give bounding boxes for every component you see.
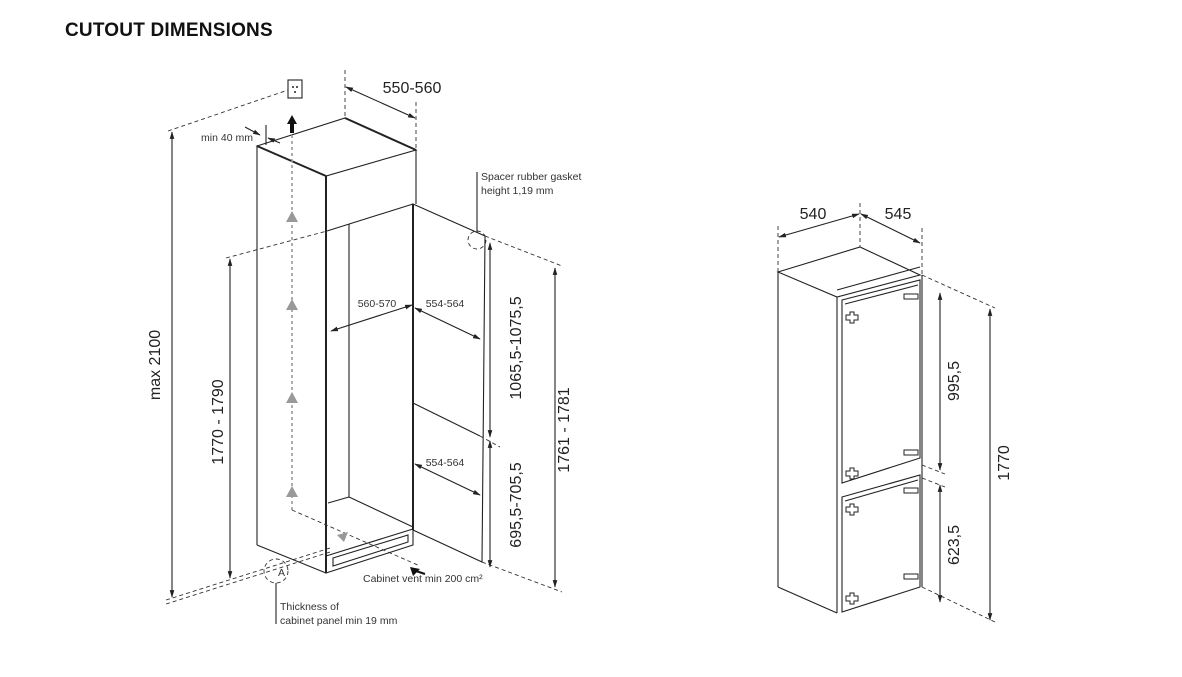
- panel-note-line1: Thickness of: [280, 601, 339, 613]
- upper-door-depth-label: 554-564: [426, 298, 465, 310]
- appliance-drawing: 540 545 995,5 623,5 1770: [776, 203, 1013, 623]
- detail-marker: A: [278, 567, 285, 579]
- min-gap-label: min 40 mm: [201, 132, 253, 144]
- page-title: CUTOUT DIMENSIONS: [65, 20, 273, 41]
- width-dimension-label: 550-560: [383, 80, 442, 97]
- upper-door-height-label: 995,5: [946, 361, 963, 401]
- appliance-depth-label: 545: [885, 206, 912, 223]
- gasket-note-line2: height 1,19 mm: [481, 185, 554, 197]
- vent-note: Cabinet vent min 200 cm²: [363, 573, 483, 585]
- exhaust-arrow-icon: [287, 115, 297, 133]
- appliance-width-label: 540: [800, 206, 827, 223]
- upper-section-height-label: 1065,5-1075,5: [508, 296, 525, 399]
- power-socket-icon: [287, 79, 303, 99]
- lower-section-height-label: 695,5-705,5: [508, 462, 525, 548]
- niche-height-label: 1770 - 1790: [210, 379, 227, 465]
- hinge-icon: [845, 311, 859, 605]
- cabinet-niche-drawing: 550-560 min 40 mm max 2100 1770 - 1790 5…: [147, 70, 581, 627]
- door-height-label: 1761 - 1781: [556, 387, 573, 473]
- inner-depth-label: 560-570: [358, 298, 397, 310]
- gasket-note-line1: Spacer rubber gasket: [481, 171, 581, 183]
- intake-arrow-icon: [410, 567, 420, 576]
- door-bracket-icon: [903, 293, 919, 580]
- panel-note-line2: cabinet panel min 19 mm: [280, 615, 398, 627]
- max-height-label: max 2100: [147, 330, 164, 400]
- total-height-label: 1770: [996, 445, 1013, 481]
- lower-door-depth-label: 554-564: [426, 457, 465, 469]
- lower-door-height-label: 623,5: [946, 525, 963, 565]
- airflow-arrow-icon: [286, 211, 348, 542]
